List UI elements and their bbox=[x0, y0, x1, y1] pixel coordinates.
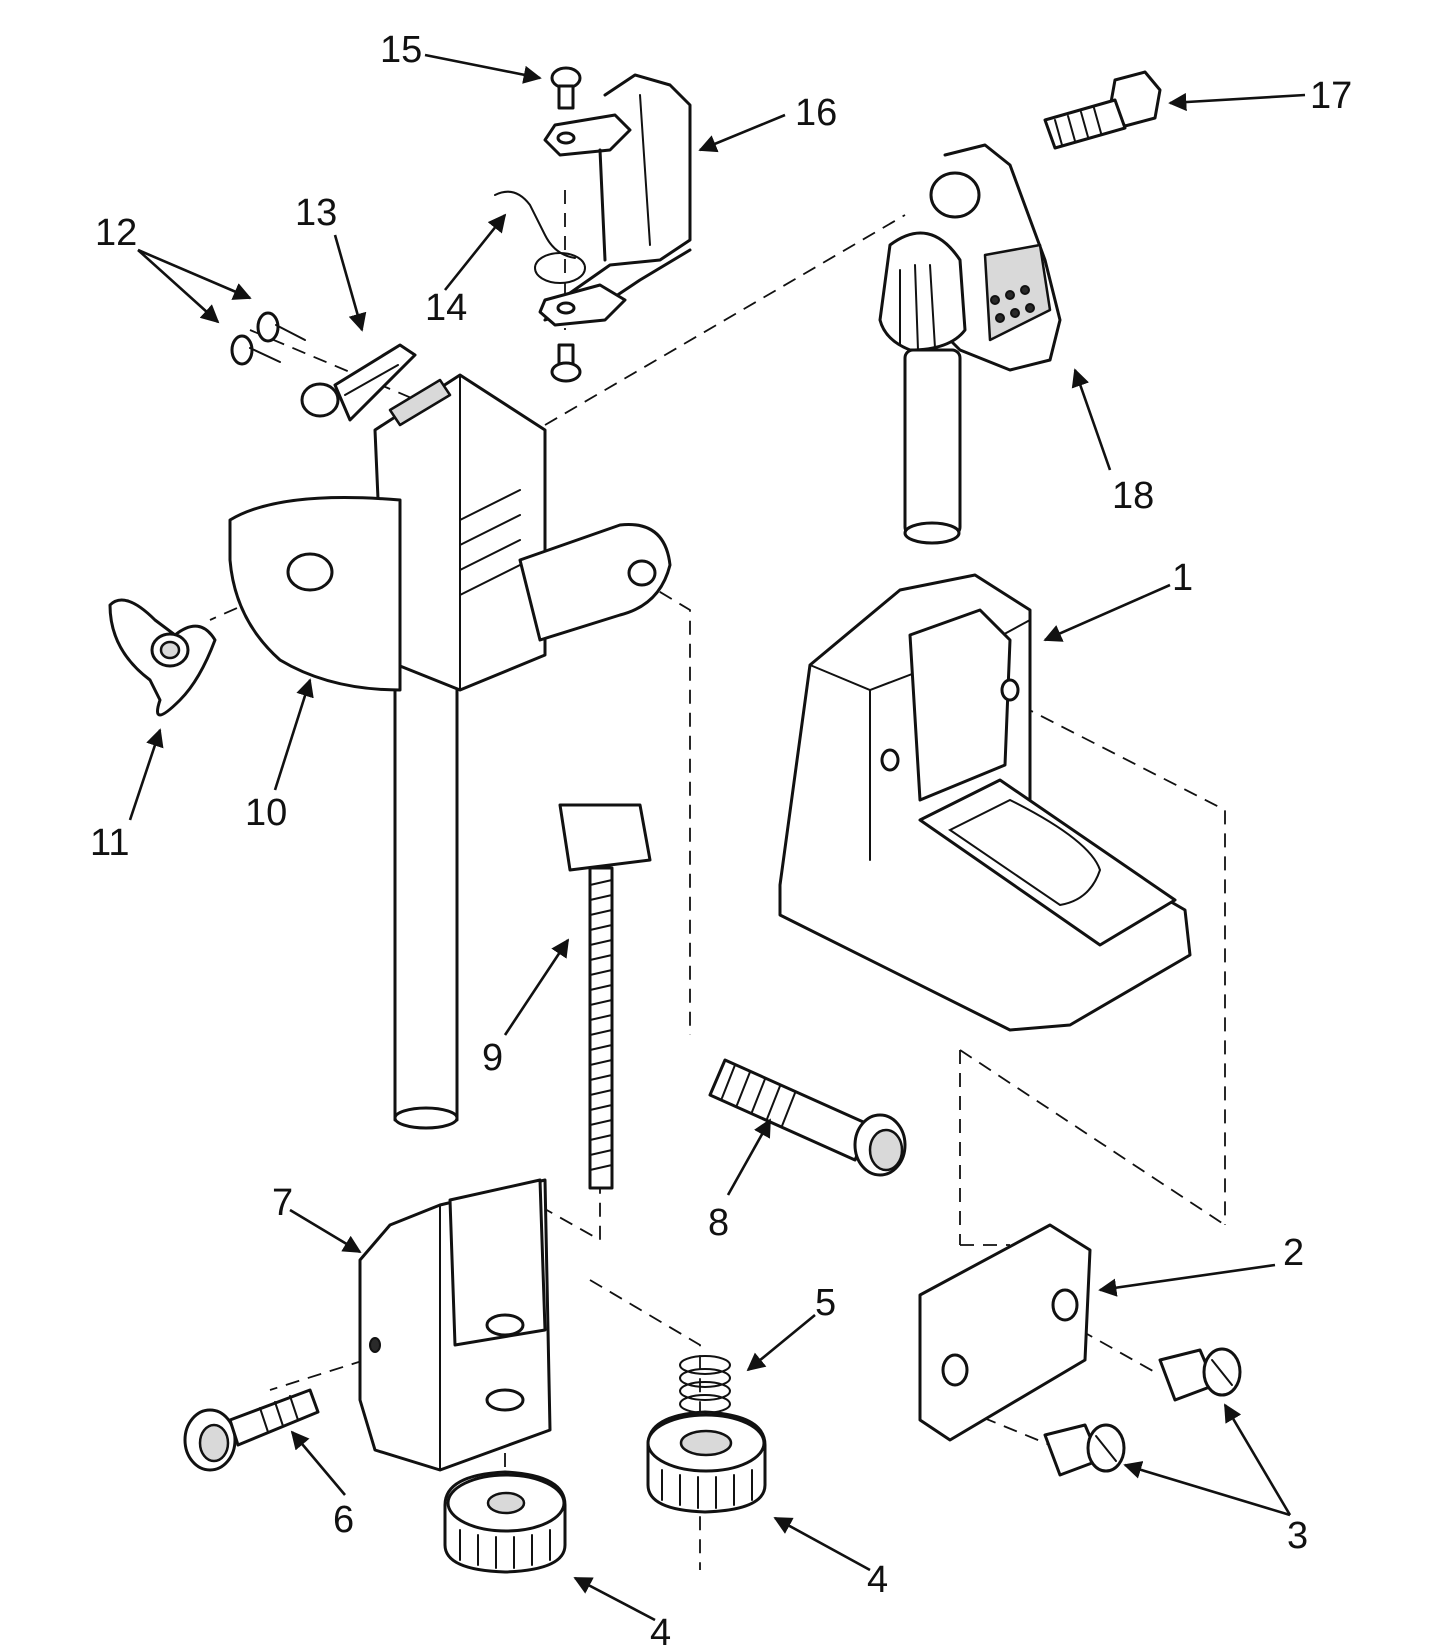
part-5-spring bbox=[679, 1355, 731, 1414]
part-7-lower-clamp bbox=[358, 1178, 552, 1472]
part-13-plate bbox=[300, 343, 417, 422]
callout-17: 17 bbox=[1310, 75, 1352, 117]
callout-2: 2 bbox=[1283, 1232, 1304, 1274]
callout-arrows bbox=[128, 53, 1306, 1622]
callout-4-lower: 4 bbox=[650, 1612, 671, 1650]
callout-1: 1 bbox=[1172, 557, 1193, 599]
part-3-screws bbox=[1043, 1347, 1242, 1477]
lower-screw bbox=[550, 343, 582, 383]
callout-3: 3 bbox=[1287, 1515, 1308, 1557]
part-14-spring bbox=[494, 190, 586, 284]
handle-grip-marks bbox=[983, 243, 1052, 342]
part-9-rod bbox=[558, 803, 652, 1190]
callout-16: 16 bbox=[795, 92, 837, 134]
callout-18: 18 bbox=[1112, 475, 1154, 517]
part-11-wing-nut bbox=[108, 598, 217, 717]
part-15-screw bbox=[550, 66, 582, 110]
part-17-bolt bbox=[1043, 70, 1162, 150]
part-8-screw bbox=[708, 1058, 907, 1177]
part-2-plate bbox=[918, 1223, 1092, 1442]
part-18-handle bbox=[878, 143, 1062, 545]
callout-9: 9 bbox=[482, 1037, 503, 1079]
callout-11: 11 bbox=[90, 822, 129, 864]
part-1-base bbox=[778, 573, 1192, 1032]
callout-6: 6 bbox=[333, 1499, 354, 1541]
callout-15: 15 bbox=[380, 29, 422, 71]
part-6-screw bbox=[183, 1388, 320, 1472]
callout-13: 13 bbox=[295, 192, 337, 234]
callout-4-upper: 4 bbox=[867, 1559, 888, 1601]
part-10-column bbox=[228, 373, 672, 1130]
part-4-knob-upper bbox=[646, 1410, 767, 1514]
callout-14: 14 bbox=[425, 287, 467, 329]
part-16-bracket bbox=[538, 73, 692, 327]
callout-numbers: 1 2 3 4 4 5 6 7 8 9 10 11 12 13 14 15 16… bbox=[90, 29, 1352, 1650]
part-12-screws bbox=[230, 311, 306, 366]
callout-12: 12 bbox=[95, 212, 137, 254]
callout-10: 10 bbox=[245, 792, 287, 834]
callout-5: 5 bbox=[815, 1282, 836, 1324]
part-4-knob-lower bbox=[443, 1470, 567, 1574]
callout-8: 8 bbox=[708, 1202, 729, 1244]
callout-7: 7 bbox=[272, 1182, 293, 1224]
